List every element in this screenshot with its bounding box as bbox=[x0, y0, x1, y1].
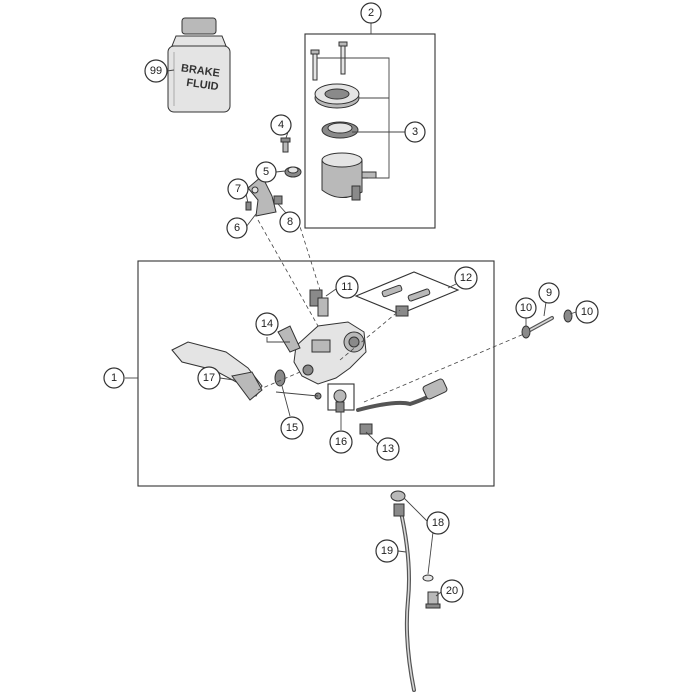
callout-8[interactable]: 8 bbox=[279, 211, 301, 233]
callout-10-right[interactable]: 10 bbox=[575, 300, 599, 324]
callout-99[interactable]: 99 bbox=[144, 59, 168, 83]
banjo-16 bbox=[327, 383, 355, 413]
bottle-label-line1: BRAKE bbox=[180, 62, 220, 79]
callout-13[interactable]: 13 bbox=[376, 437, 400, 461]
callout-8-label: 8 bbox=[287, 216, 293, 228]
bottle-label-line2: FLUID bbox=[186, 77, 220, 93]
callout-18[interactable]: 18 bbox=[426, 511, 450, 535]
callout-13-label: 13 bbox=[382, 443, 394, 455]
sensor-cable-13 bbox=[356, 378, 448, 435]
callout-6[interactable]: 6 bbox=[226, 217, 248, 239]
brake-lever-17 bbox=[171, 341, 263, 401]
pushrod-14 bbox=[277, 325, 301, 353]
screw-4 bbox=[280, 137, 291, 153]
callout-19-label: 19 bbox=[381, 545, 393, 557]
callout-99-label: 99 bbox=[150, 65, 162, 77]
leader-lines bbox=[125, 23, 577, 597]
callout-2-label: 2 bbox=[368, 7, 374, 19]
grommet-5 bbox=[284, 166, 302, 178]
reservoir-body bbox=[321, 152, 377, 201]
callout-15[interactable]: 15 bbox=[280, 416, 304, 440]
callout-3[interactable]: 3 bbox=[404, 121, 426, 143]
callout-10-right-label: 10 bbox=[581, 306, 593, 318]
master-cylinder-frame bbox=[137, 260, 495, 487]
callout-4-label: 4 bbox=[278, 119, 284, 131]
nut-8 bbox=[273, 195, 283, 205]
callout-12[interactable]: 12 bbox=[454, 266, 478, 290]
callout-7-label: 7 bbox=[235, 183, 241, 195]
bracket-6 bbox=[247, 175, 277, 217]
master-cylinder-body bbox=[293, 321, 367, 385]
brake-fluid-bottle: BRAKE FLUID bbox=[167, 17, 231, 113]
callout-16[interactable]: 16 bbox=[329, 430, 353, 454]
callout-1[interactable]: 1 bbox=[103, 367, 125, 389]
callout-4[interactable]: 4 bbox=[270, 114, 292, 136]
reservoir-screws bbox=[310, 41, 348, 81]
callout-9-label: 9 bbox=[546, 287, 552, 299]
bleed-screw-20 bbox=[425, 591, 441, 609]
callout-10-left-label: 10 bbox=[520, 302, 532, 314]
callout-6-label: 6 bbox=[234, 222, 240, 234]
callout-14-label: 14 bbox=[261, 318, 273, 330]
callout-16-label: 16 bbox=[335, 436, 347, 448]
piston-11 bbox=[309, 289, 329, 317]
callout-3-label: 3 bbox=[412, 126, 418, 138]
callout-17[interactable]: 17 bbox=[197, 366, 221, 390]
callout-11-label: 11 bbox=[341, 281, 352, 293]
reservoir-kit-frame bbox=[304, 33, 436, 229]
brake-hose-19 bbox=[390, 490, 416, 692]
callout-10-left[interactable]: 10 bbox=[515, 297, 537, 319]
clamp-10-left bbox=[521, 325, 531, 339]
reservoir-diaphragm bbox=[321, 121, 359, 139]
kit-12-frame bbox=[354, 271, 460, 315]
washer-15 bbox=[274, 369, 286, 387]
callout-11[interactable]: 11 bbox=[335, 275, 359, 299]
callout-2[interactable]: 2 bbox=[360, 2, 382, 24]
callout-14[interactable]: 14 bbox=[255, 312, 279, 336]
kit-12-parts bbox=[381, 284, 431, 317]
reservoir-cap bbox=[314, 83, 360, 109]
callout-7[interactable]: 7 bbox=[227, 178, 249, 200]
clamp-10-right bbox=[563, 309, 573, 323]
callout-20[interactable]: 20 bbox=[440, 579, 464, 603]
callout-15-label: 15 bbox=[286, 422, 298, 434]
hose-9 bbox=[528, 316, 554, 332]
callout-18-label: 18 bbox=[432, 517, 444, 529]
callout-9[interactable]: 9 bbox=[538, 282, 560, 304]
callout-12-label: 12 bbox=[460, 272, 472, 284]
callout-1-label: 1 bbox=[111, 372, 117, 384]
callout-20-label: 20 bbox=[446, 585, 458, 597]
callout-17-label: 17 bbox=[203, 372, 215, 384]
assembly-dash-lines bbox=[257, 213, 525, 403]
screw-7 bbox=[245, 201, 252, 211]
callout-5[interactable]: 5 bbox=[255, 161, 277, 183]
callout-5-label: 5 bbox=[263, 166, 269, 178]
sealing-ring-18 bbox=[422, 574, 434, 582]
callout-19[interactable]: 19 bbox=[375, 539, 399, 563]
